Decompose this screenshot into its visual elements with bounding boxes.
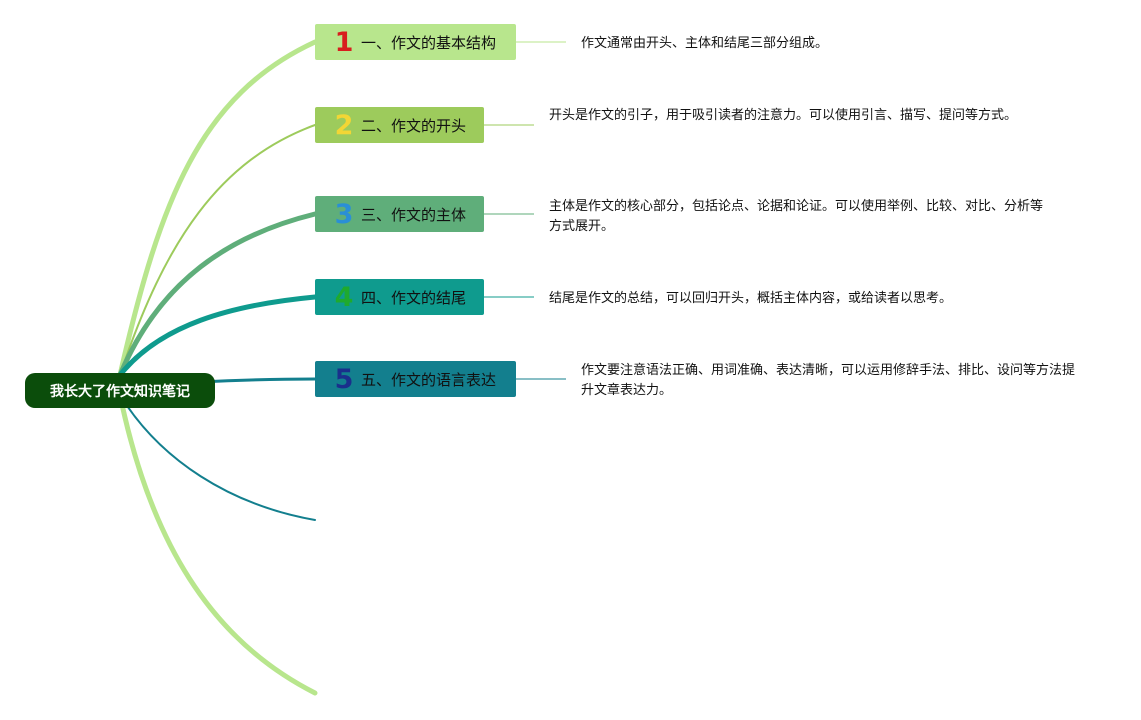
number-badge-2: 2: [334, 109, 354, 141]
branch-topic-4[interactable]: 4 四、作文的结尾: [315, 279, 484, 315]
branch-2-description: 开头是作文的引子，用于吸引读者的注意力。可以使用引言、描写、提问等方式。: [549, 108, 1018, 123]
branch-topic-5-label: 五、作文的语言表达: [361, 370, 497, 389]
branch-1-description: 作文通常由开头、主体和结尾三部分组成。: [581, 36, 829, 51]
branch-topic-5[interactable]: 5 五、作文的语言表达: [315, 361, 516, 397]
number-badge-3: 3: [334, 198, 354, 230]
number-badge-4: 4: [334, 281, 354, 313]
link-root-branch-2: [119, 124, 316, 376]
branch-topic-2[interactable]: 2 二、作文的开头: [315, 107, 484, 143]
branch-topic-2-label: 二、作文的开头: [361, 116, 467, 135]
branch-topic-1-label: 一、作文的基本结构: [361, 33, 497, 52]
branch-3-description: 主体是作文的核心部分，包括论点、论据和论证。可以使用举例、比较、对比、分析等方式…: [549, 199, 1044, 234]
link-root-branch-1: [117, 39, 318, 378]
link-root-branch-5: [198, 377, 317, 384]
link-root-branch-4: [117, 294, 318, 378]
number-badge-5: 5: [334, 363, 354, 395]
branch-topic-3[interactable]: 3 三、作文的主体: [315, 196, 484, 232]
link-root-extra-1: [119, 394, 316, 521]
branch-topic-1[interactable]: 1 一、作文的基本结构: [315, 24, 516, 60]
branch-topic-3-label: 三、作文的主体: [361, 205, 467, 224]
branch-topic-4-label: 四、作文的结尾: [361, 288, 467, 307]
branch-4-description: 结尾是作文的总结，可以回归开头，概括主体内容，或给读者以思考。: [549, 291, 953, 306]
link-root-extra-2: [117, 392, 318, 696]
root-topic-label: 我长大了作文知识笔记: [50, 383, 190, 400]
number-badge-1: 1: [334, 26, 354, 58]
link-root-branch-3: [117, 211, 318, 378]
branch-5-description: 作文要注意语法正确、用词准确、表达清晰，可以运用修辞手法、排比、设问等方法提升文…: [581, 363, 1076, 398]
root-topic[interactable]: 我长大了作文知识笔记: [25, 373, 215, 408]
